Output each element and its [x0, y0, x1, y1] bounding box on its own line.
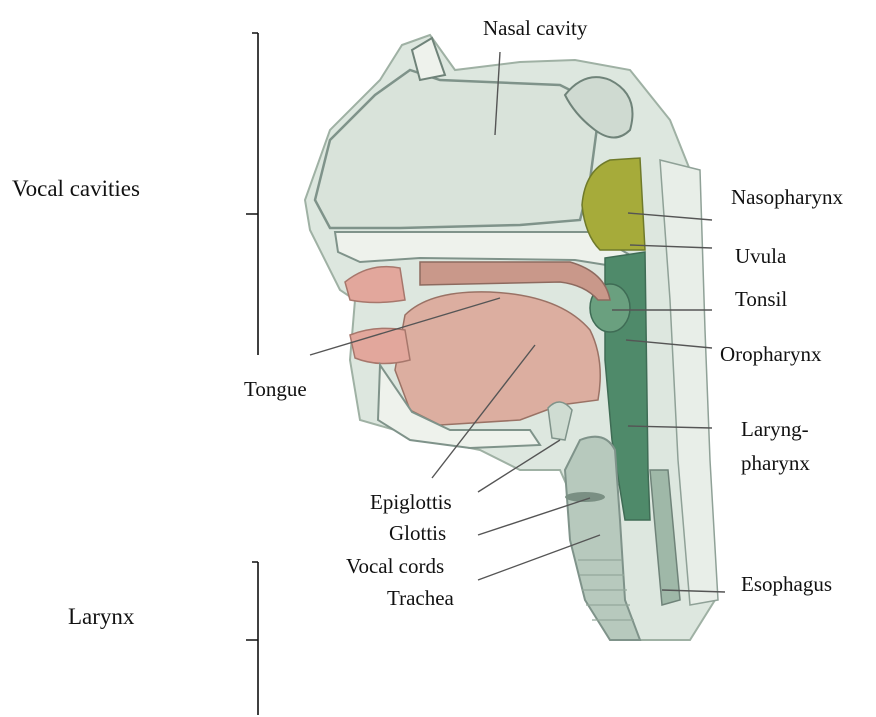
- label-vocal-cords: Vocal cords: [346, 554, 444, 578]
- bracket-vocal-cavities: [246, 33, 258, 355]
- bracket-larynx: [246, 562, 258, 715]
- label-laryngopharynx-2: pharynx: [741, 451, 810, 475]
- label-tonsil: Tonsil: [735, 287, 787, 311]
- label-oropharynx: Oropharynx: [720, 342, 821, 366]
- label-glottis: Glottis: [389, 521, 446, 545]
- label-trachea: Trachea: [387, 586, 454, 610]
- group-label-vocal-cavities: Vocal cavities: [12, 176, 140, 202]
- vocal-cords-mark: [565, 492, 605, 502]
- label-uvula: Uvula: [735, 244, 786, 268]
- label-esophagus: Esophagus: [741, 572, 832, 596]
- label-laryngopharynx-1: Laryng-: [741, 417, 809, 441]
- nasal-cavity-region: [315, 70, 600, 228]
- label-tongue: Tongue: [244, 377, 307, 401]
- label-nasopharynx: Nasopharynx: [731, 185, 843, 209]
- label-epiglottis: Epiglottis: [370, 490, 452, 514]
- group-brackets: [246, 33, 258, 715]
- group-label-larynx: Larynx: [68, 604, 134, 630]
- label-nasal-cavity: Nasal cavity: [483, 16, 587, 40]
